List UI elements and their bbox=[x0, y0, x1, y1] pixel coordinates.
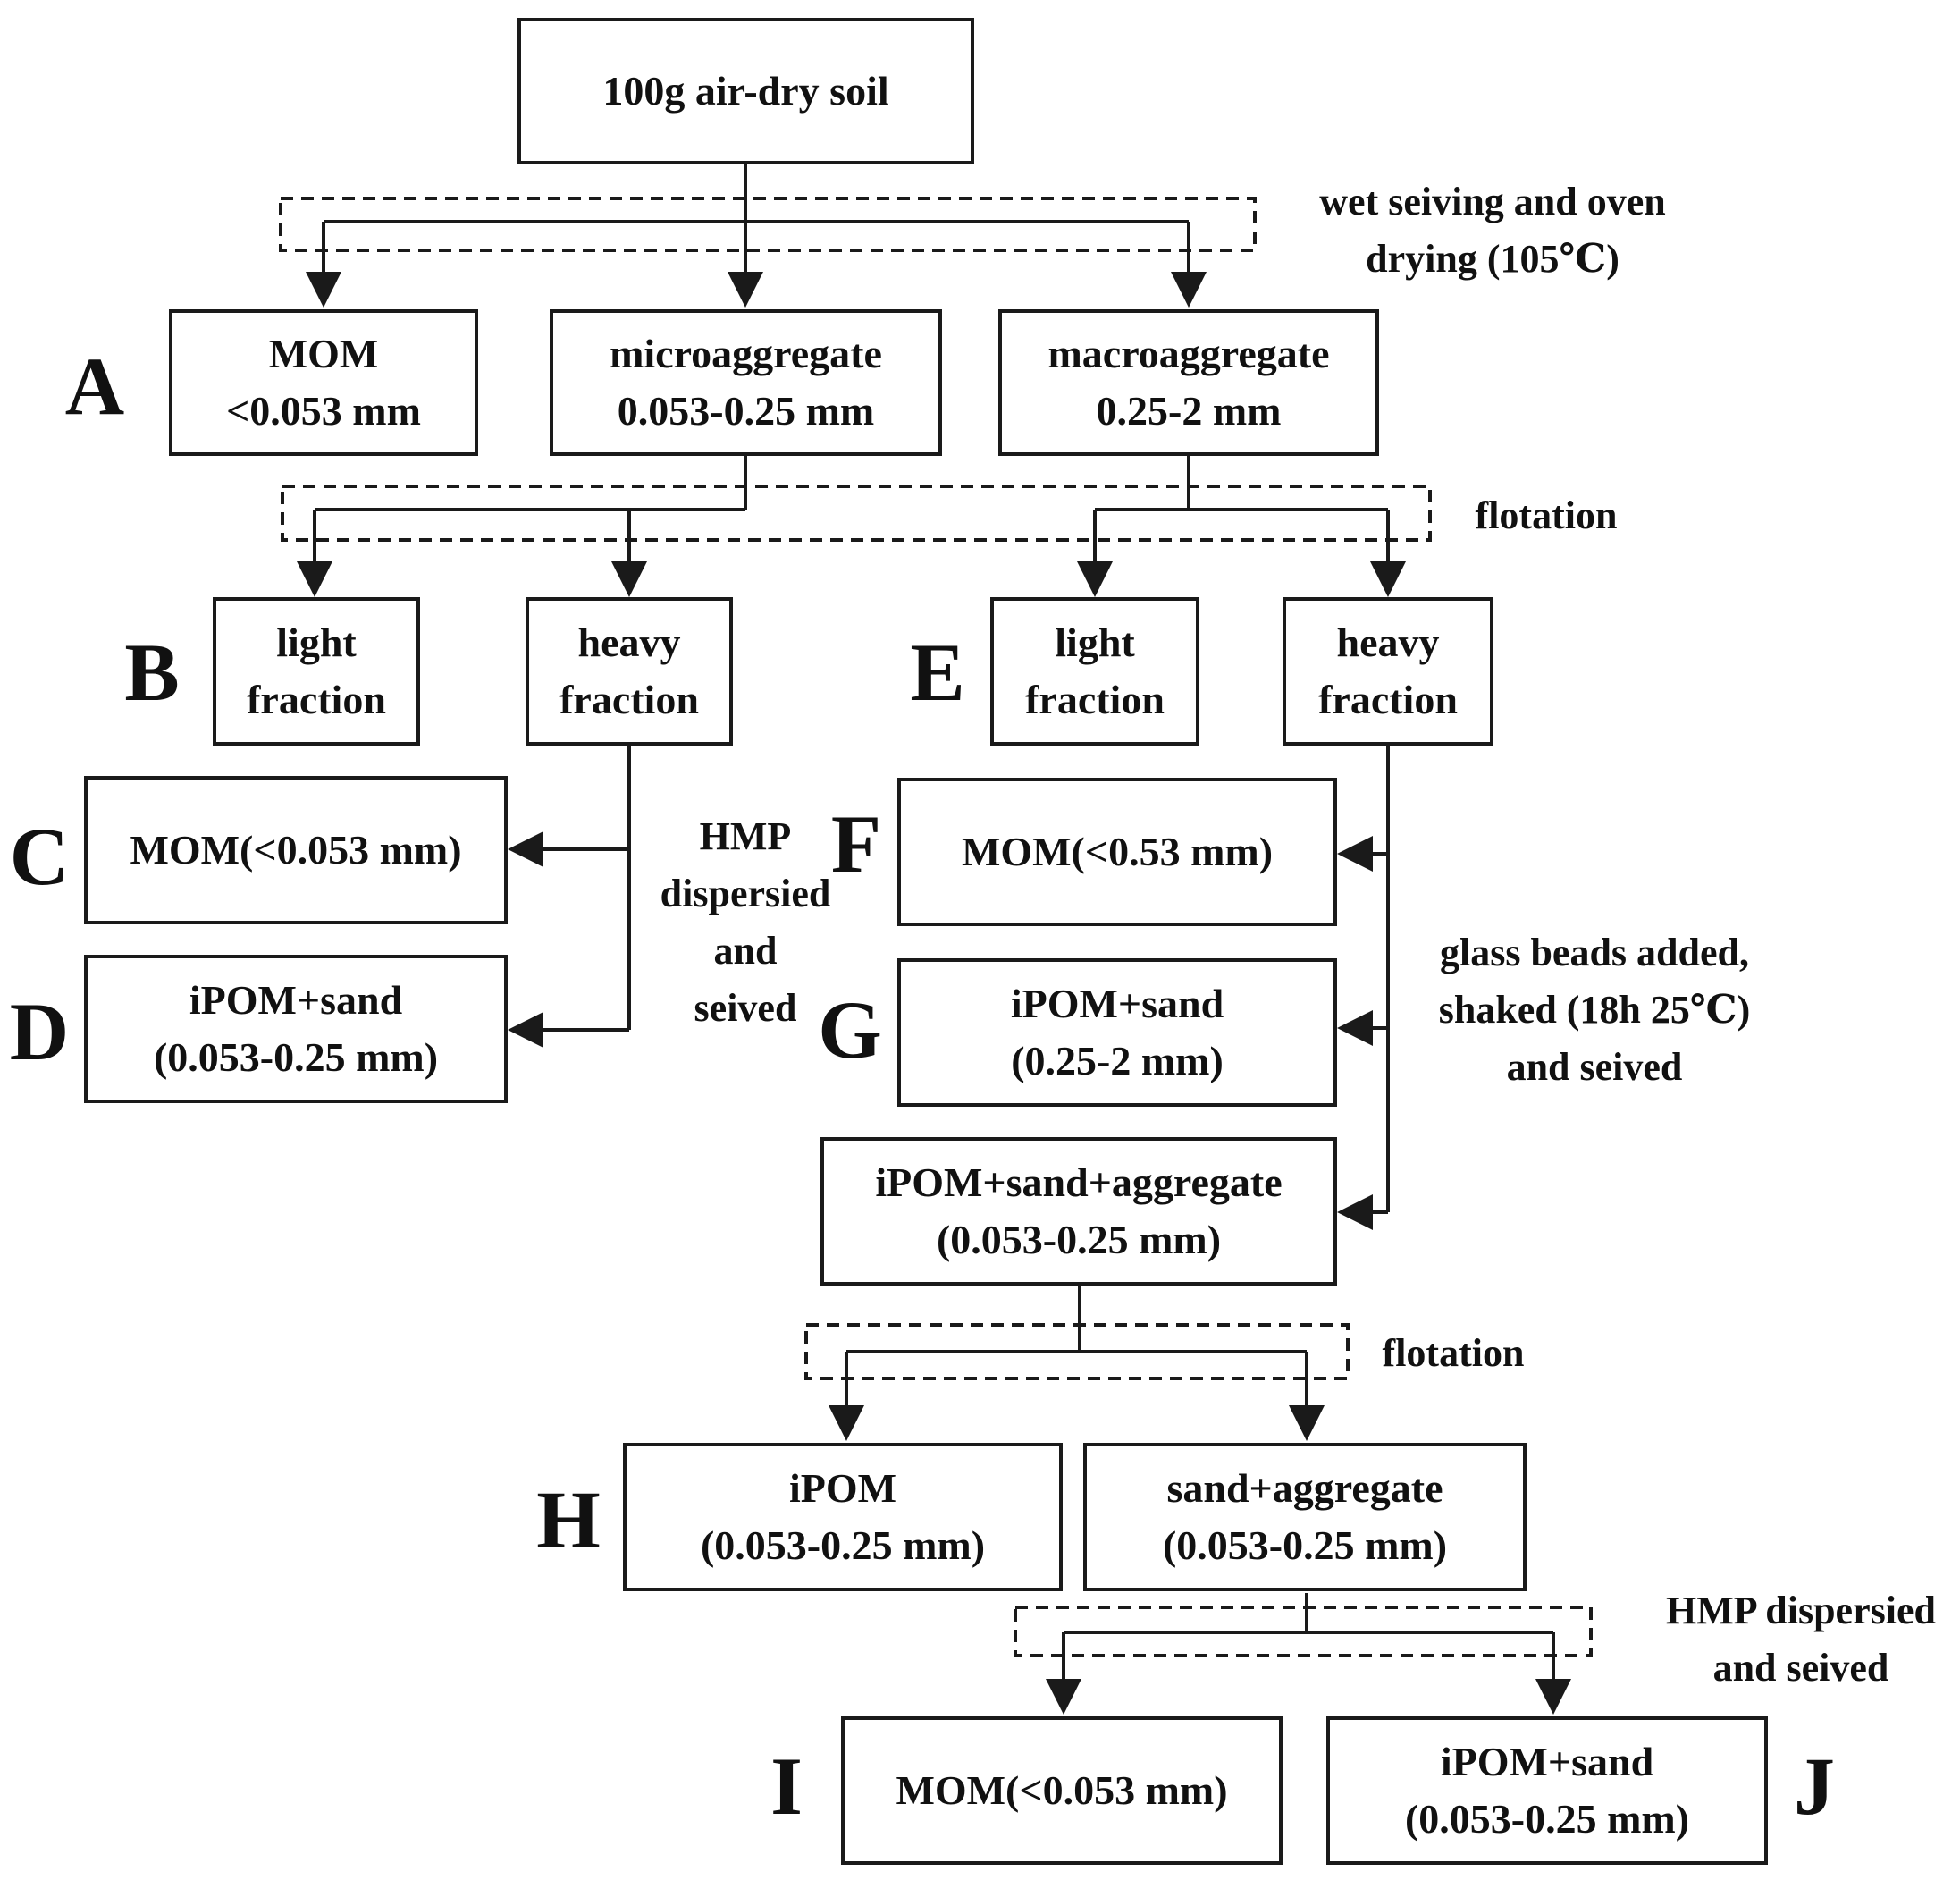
box-heavy-fraction-b-line-2: fraction bbox=[559, 677, 699, 722]
hmp-dashed-outline-2 bbox=[1014, 1606, 1593, 1657]
box-mom-f: MOM(<0.53 mm) bbox=[897, 778, 1337, 926]
flotation-dashed-outline-2 bbox=[804, 1323, 1350, 1380]
label-letter-j: J bbox=[1794, 1741, 1835, 1832]
note-hmp-dispersed-1-line-4: seived bbox=[694, 986, 797, 1030]
box-macroaggregate: macroaggregate 0.25-2 mm bbox=[998, 309, 1379, 456]
box-light-fraction-b: light fraction bbox=[213, 597, 420, 746]
label-letter-g: G bbox=[818, 984, 882, 1075]
box-mom-f-line-1: MOM(<0.53 mm) bbox=[961, 829, 1274, 874]
box-microaggregate-line-2: 0.053-0.25 mm bbox=[617, 388, 875, 434]
box-macroaggregate-line-1: macroaggregate bbox=[1047, 331, 1330, 376]
note-flotation-1-line-1: flotation bbox=[1475, 493, 1618, 537]
note-wet-sieving: wet seiving and oven drying (105℃) bbox=[1319, 173, 1665, 288]
box-mom-i-line-1: MOM(<0.053 mm) bbox=[896, 1767, 1228, 1813]
box-mom-c-line-1: MOM(<0.053 mm) bbox=[130, 827, 462, 873]
box-light-fraction-e-line-2: fraction bbox=[1025, 677, 1165, 722]
box-ipom-sand-aggregate-line-2: (0.053-0.25 mm) bbox=[936, 1217, 1222, 1262]
label-letter-c: C bbox=[9, 811, 70, 902]
box-ipom-sand-d-line-2: (0.053-0.25 mm) bbox=[153, 1034, 439, 1080]
box-sand-aggregate-h-line-1: sand+aggregate bbox=[1166, 1465, 1443, 1511]
box-mom-a-line-1: MOM bbox=[268, 331, 379, 376]
box-sand-aggregate-h-line-2: (0.053-0.25 mm) bbox=[1162, 1522, 1448, 1568]
label-letter-b: B bbox=[124, 627, 180, 718]
note-flotation-2: flotation bbox=[1383, 1325, 1525, 1382]
label-letter-f: F bbox=[830, 798, 882, 889]
box-ipom-sand-g-line-1: iPOM+sand bbox=[1010, 981, 1224, 1026]
box-air-dry-soil: 100g air-dry soil bbox=[517, 18, 974, 164]
box-air-dry-soil-line-1: 100g air-dry soil bbox=[602, 68, 889, 114]
note-wet-sieving-line-2: drying (105℃) bbox=[1366, 237, 1619, 281]
box-heavy-fraction-b: heavy fraction bbox=[526, 597, 733, 746]
box-ipom-sand-g: iPOM+sand (0.25-2 mm) bbox=[897, 958, 1337, 1107]
note-flotation-2-line-1: flotation bbox=[1382, 1331, 1525, 1375]
note-hmp-dispersed-1-line-3: and bbox=[713, 929, 778, 973]
box-heavy-fraction-e: heavy fraction bbox=[1283, 597, 1493, 746]
label-letter-i: I bbox=[770, 1741, 803, 1832]
box-light-fraction-e-line-1: light bbox=[1055, 620, 1135, 665]
label-letter-a: A bbox=[64, 341, 125, 432]
note-glass-beads-line-2: shaked (18h 25℃) bbox=[1438, 988, 1751, 1032]
label-letter-d: D bbox=[9, 986, 70, 1077]
box-light-fraction-b-line-2: fraction bbox=[247, 677, 386, 722]
note-hmp-dispersed-2-line-2: and seived bbox=[1712, 1646, 1889, 1690]
box-light-fraction-e: light fraction bbox=[990, 597, 1199, 746]
box-ipom-h-line-2: (0.053-0.25 mm) bbox=[700, 1522, 986, 1568]
box-ipom-sand-j: iPOM+sand (0.053-0.25 mm) bbox=[1326, 1716, 1768, 1865]
box-mom-a: MOM <0.053 mm bbox=[169, 309, 478, 456]
box-ipom-h: iPOM (0.053-0.25 mm) bbox=[623, 1443, 1063, 1591]
box-ipom-sand-j-line-1: iPOM+sand bbox=[1440, 1739, 1654, 1784]
box-mom-a-line-2: <0.053 mm bbox=[226, 388, 421, 434]
note-glass-beads-line-3: and seived bbox=[1506, 1045, 1683, 1089]
box-light-fraction-b-line-1: light bbox=[276, 620, 357, 665]
box-heavy-fraction-e-line-2: fraction bbox=[1318, 677, 1458, 722]
box-mom-i: MOM(<0.053 mm) bbox=[841, 1716, 1283, 1865]
box-microaggregate: microaggregate 0.053-0.25 mm bbox=[550, 309, 942, 456]
note-flotation-1: flotation bbox=[1476, 487, 1618, 544]
note-wet-sieving-line-1: wet seiving and oven bbox=[1319, 180, 1666, 223]
box-heavy-fraction-e-line-1: heavy bbox=[1336, 620, 1440, 665]
label-letter-h: H bbox=[536, 1474, 601, 1565]
box-ipom-sand-aggregate-line-1: iPOM+sand+aggregate bbox=[875, 1159, 1283, 1205]
box-macroaggregate-line-2: 0.25-2 mm bbox=[1096, 388, 1282, 434]
box-ipom-sand-d: iPOM+sand (0.053-0.25 mm) bbox=[84, 955, 508, 1103]
box-ipom-sand-d-line-1: iPOM+sand bbox=[189, 977, 403, 1023]
note-hmp-dispersed-2: HMP dispersied and seived bbox=[1666, 1582, 1936, 1697]
note-glass-beads: glass beads added, shaked (18h 25℃) and se… bbox=[1439, 924, 1751, 1096]
box-ipom-h-line-1: iPOM bbox=[788, 1465, 897, 1511]
box-ipom-sand-g-line-2: (0.25-2 mm) bbox=[1011, 1038, 1224, 1083]
box-microaggregate-line-1: microaggregate bbox=[610, 331, 882, 376]
note-hmp-dispersed-1-line-2: dispersied bbox=[660, 872, 831, 915]
wet-sieving-dashed-outline bbox=[279, 197, 1257, 252]
note-glass-beads-line-1: glass beads added, bbox=[1439, 931, 1749, 974]
box-mom-c: MOM(<0.053 mm) bbox=[84, 776, 508, 924]
note-hmp-dispersed-1: HMP dispersied and seived bbox=[660, 808, 831, 1037]
box-ipom-sand-aggregate: iPOM+sand+aggregate (0.053-0.25 mm) bbox=[820, 1137, 1337, 1286]
box-sand-aggregate-h: sand+aggregate (0.053-0.25 mm) bbox=[1083, 1443, 1527, 1591]
flotation-dashed-outline-1 bbox=[281, 485, 1432, 542]
label-letter-e: E bbox=[910, 627, 965, 718]
note-hmp-dispersed-1-line-1: HMP bbox=[699, 814, 792, 858]
box-heavy-fraction-b-line-1: heavy bbox=[577, 620, 681, 665]
box-ipom-sand-j-line-2: (0.053-0.25 mm) bbox=[1404, 1796, 1690, 1842]
note-hmp-dispersed-2-line-1: HMP dispersied bbox=[1666, 1589, 1936, 1632]
